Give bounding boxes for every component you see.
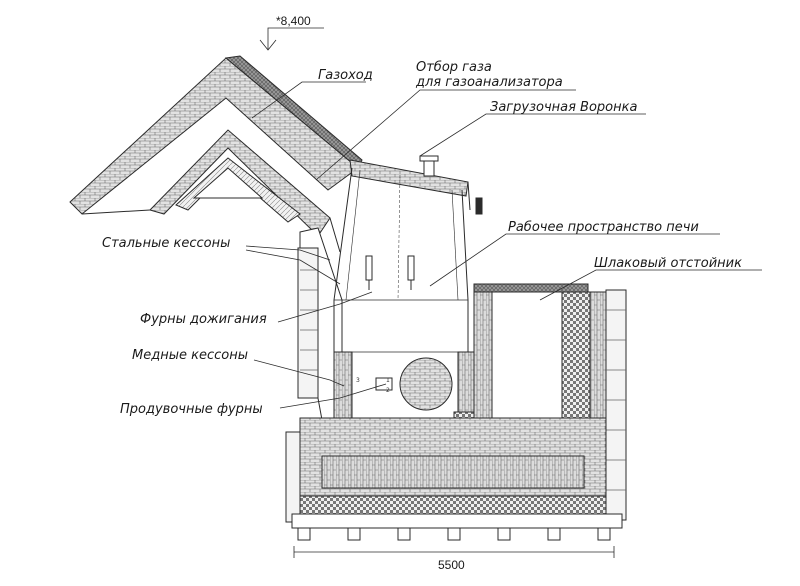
support-legs (297, 527, 611, 541)
elevation-label: *8,400 (276, 14, 311, 28)
slag-settler-label: Шлаковый отстойник (594, 256, 742, 271)
afterburning-tuyeres (365, 255, 415, 290)
gas-duct-roof (69, 55, 471, 253)
leader-lines (245, 27, 762, 558)
blowing-tuyere-ring (399, 357, 453, 411)
tuyere-mark-2: 2 (386, 387, 390, 394)
furnace-working-space-label: Рабочее пространство печи (508, 220, 699, 235)
feed-funnel-label: Загрузочная Воронка (490, 100, 638, 115)
steel-caisson-walls (297, 167, 469, 421)
tuyere-mark-1: 1 (386, 377, 390, 384)
gas-duct-label: Газоход (318, 68, 373, 83)
tuyere-mark-3: 3 (356, 377, 360, 384)
gas-sampling-label-line1: Отбор газа (416, 60, 492, 75)
copper-caissons-label: Медные кессоны (132, 348, 248, 363)
steel-caissons-label: Стальные кессоны (102, 236, 231, 251)
tuyere-marks: 1 2 3 (356, 377, 390, 394)
afterburning-tuyeres-label: Фурны дожигания (140, 312, 267, 327)
gas-sampling-label-line2: для газоанализатора (416, 75, 563, 90)
blowing-tuyeres-label: Продувочные фурны (120, 402, 263, 417)
width-dimension-label: 5500 (438, 558, 465, 572)
gas-sampling-pipe (419, 155, 483, 215)
hearth (285, 417, 623, 541)
